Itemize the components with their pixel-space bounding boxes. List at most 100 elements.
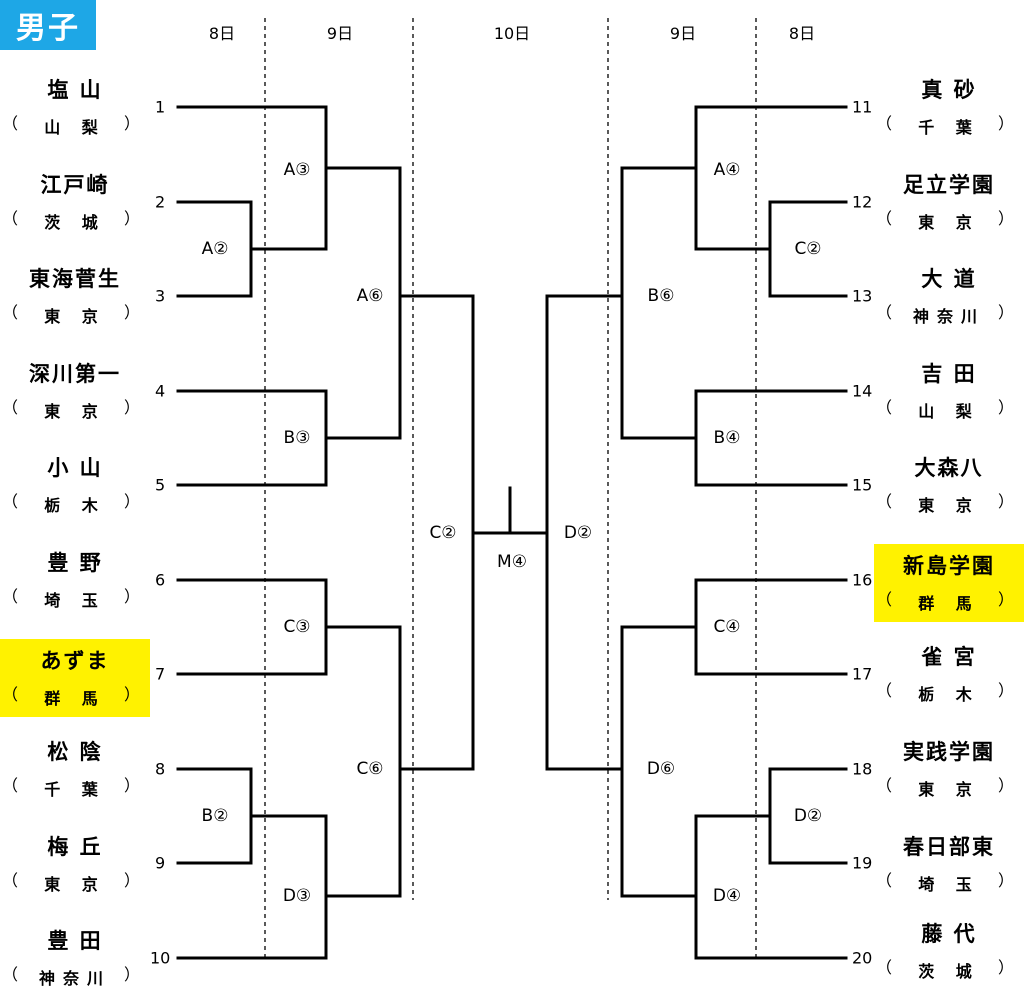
team-prefecture: 埼 玉 xyxy=(44,591,106,610)
seed-number: 20 xyxy=(852,948,873,968)
day-label-9-right: 9日 xyxy=(669,24,697,43)
seed-number: 17 xyxy=(852,664,873,684)
team-name: 吉 田 xyxy=(921,362,977,386)
match-label-c2-right: C② xyxy=(794,239,822,259)
paren-open: （ xyxy=(876,209,893,228)
team-prefecture: 神奈川 xyxy=(912,307,985,326)
paren-open: （ xyxy=(2,303,19,322)
team-right-15: 大森八 （ 東 京 ） xyxy=(874,446,1024,524)
paren-open: （ xyxy=(876,303,893,322)
team-prefecture: 千 葉 xyxy=(44,780,106,799)
paren-close: ） xyxy=(123,209,140,228)
team-name: あずま xyxy=(40,649,110,673)
match-label-a6: A⑥ xyxy=(356,286,384,306)
team-name: 江戸崎 xyxy=(40,173,110,197)
team-left-1: 塩 山 （ 山 梨 ） xyxy=(0,68,150,146)
seed-number: 12 xyxy=(852,192,873,212)
paren-open: （ xyxy=(876,681,893,700)
paren-close: ） xyxy=(997,871,1014,890)
team-right-19: 春日部東 （ 埼 玉 ） xyxy=(874,825,1024,903)
seed-number: 18 xyxy=(852,759,873,779)
paren-close: ） xyxy=(123,492,140,511)
match-label-c6: C⑥ xyxy=(356,759,384,779)
team-name: 小 山 xyxy=(47,456,103,480)
paren-open: （ xyxy=(2,965,19,984)
paren-open: （ xyxy=(2,398,19,417)
team-prefecture: 山 梨 xyxy=(918,402,980,421)
paren-open: （ xyxy=(876,114,893,133)
paren-open: （ xyxy=(2,685,19,704)
paren-open: （ xyxy=(2,587,19,606)
match-label-d6: D⑥ xyxy=(646,759,676,779)
team-prefecture: 栃 木 xyxy=(44,496,106,515)
team-name: 塩 山 xyxy=(47,78,103,102)
match-label-b4: B④ xyxy=(713,428,741,448)
team-left-8: 松 陰 （ 千 葉 ） xyxy=(0,730,150,808)
match-label-a3: A③ xyxy=(283,160,311,180)
team-prefecture: 茨 城 xyxy=(918,962,980,981)
paren-close: ） xyxy=(123,303,140,322)
paren-close: ） xyxy=(997,590,1014,609)
team-right-12: 足立学園 （ 東 京 ） xyxy=(874,163,1024,241)
team-name: 真 砂 xyxy=(921,78,977,102)
team-right-20: 藤 代 （ 茨 城 ） xyxy=(874,912,1024,990)
seed-number: 15 xyxy=(852,475,873,495)
seed-number: 8 xyxy=(155,759,166,779)
paren-open: （ xyxy=(876,871,893,890)
team-prefecture: 東 京 xyxy=(44,875,106,894)
team-prefecture: 千 葉 xyxy=(918,118,980,137)
match-label-b2-left: B② xyxy=(201,806,229,826)
team-right-16: 新島学園 （ 群 馬 ） xyxy=(874,544,1024,622)
seed-number: 19 xyxy=(852,853,873,873)
team-prefecture: 群 馬 xyxy=(918,594,980,613)
team-name: 梅 丘 xyxy=(47,835,103,859)
match-label-b3: B③ xyxy=(283,428,311,448)
team-name: 足立学園 xyxy=(903,173,995,197)
team-left-9: 梅 丘 （ 東 京 ） xyxy=(0,825,150,903)
seed-number: 3 xyxy=(155,286,166,306)
team-prefecture: 群 馬 xyxy=(44,689,106,708)
team-left-2: 江戸崎 （ 茨 城 ） xyxy=(0,163,150,241)
paren-close: ） xyxy=(997,492,1014,511)
day-label-10: 10日 xyxy=(493,24,531,43)
paren-open: （ xyxy=(2,114,19,133)
division-tag: 男子 xyxy=(0,0,96,50)
paren-close: ） xyxy=(123,776,140,795)
paren-open: （ xyxy=(2,492,19,511)
team-right-14: 吉 田 （ 山 梨 ） xyxy=(874,352,1024,430)
team-prefecture: 山 梨 xyxy=(44,118,106,137)
team-name: 深川第一 xyxy=(29,362,121,386)
seed-number: 11 xyxy=(852,97,873,117)
paren-close: ） xyxy=(997,209,1014,228)
team-prefecture: 東 京 xyxy=(918,780,980,799)
team-name: 雀 宮 xyxy=(921,645,977,669)
team-left-4: 深川第一 （ 東 京 ） xyxy=(0,352,150,430)
team-right-11: 真 砂 （ 千 葉 ） xyxy=(874,68,1024,146)
paren-open: （ xyxy=(876,398,893,417)
team-prefecture: 東 京 xyxy=(918,496,980,515)
team-name: 実践学園 xyxy=(903,740,995,764)
paren-open: （ xyxy=(2,776,19,795)
team-prefecture: 神奈川 xyxy=(38,969,111,988)
paren-open: （ xyxy=(876,590,893,609)
match-label-c3: C③ xyxy=(283,617,311,637)
team-right-13: 大 道 （ 神奈川 ） xyxy=(874,257,1024,335)
match-label-a4: A④ xyxy=(713,160,741,180)
team-prefecture: 東 京 xyxy=(44,307,106,326)
seed-number: 5 xyxy=(155,475,166,495)
match-label-d2-right: D② xyxy=(793,806,823,826)
seed-number: 14 xyxy=(852,381,873,401)
seed-number: 6 xyxy=(155,570,166,590)
match-label-b6: B⑥ xyxy=(647,286,675,306)
seed-number: 13 xyxy=(852,286,873,306)
team-name: 春日部東 xyxy=(903,835,995,859)
paren-open: （ xyxy=(876,776,893,795)
team-prefecture: 東 京 xyxy=(44,402,106,421)
team-prefecture: 栃 木 xyxy=(918,685,980,704)
paren-close: ） xyxy=(997,681,1014,700)
team-name: 豊 田 xyxy=(47,929,103,953)
seed-number: 2 xyxy=(155,192,166,212)
paren-close: ） xyxy=(123,398,140,417)
team-right-17: 雀 宮 （ 栃 木 ） xyxy=(874,635,1024,713)
match-label-c4: C④ xyxy=(713,617,741,637)
